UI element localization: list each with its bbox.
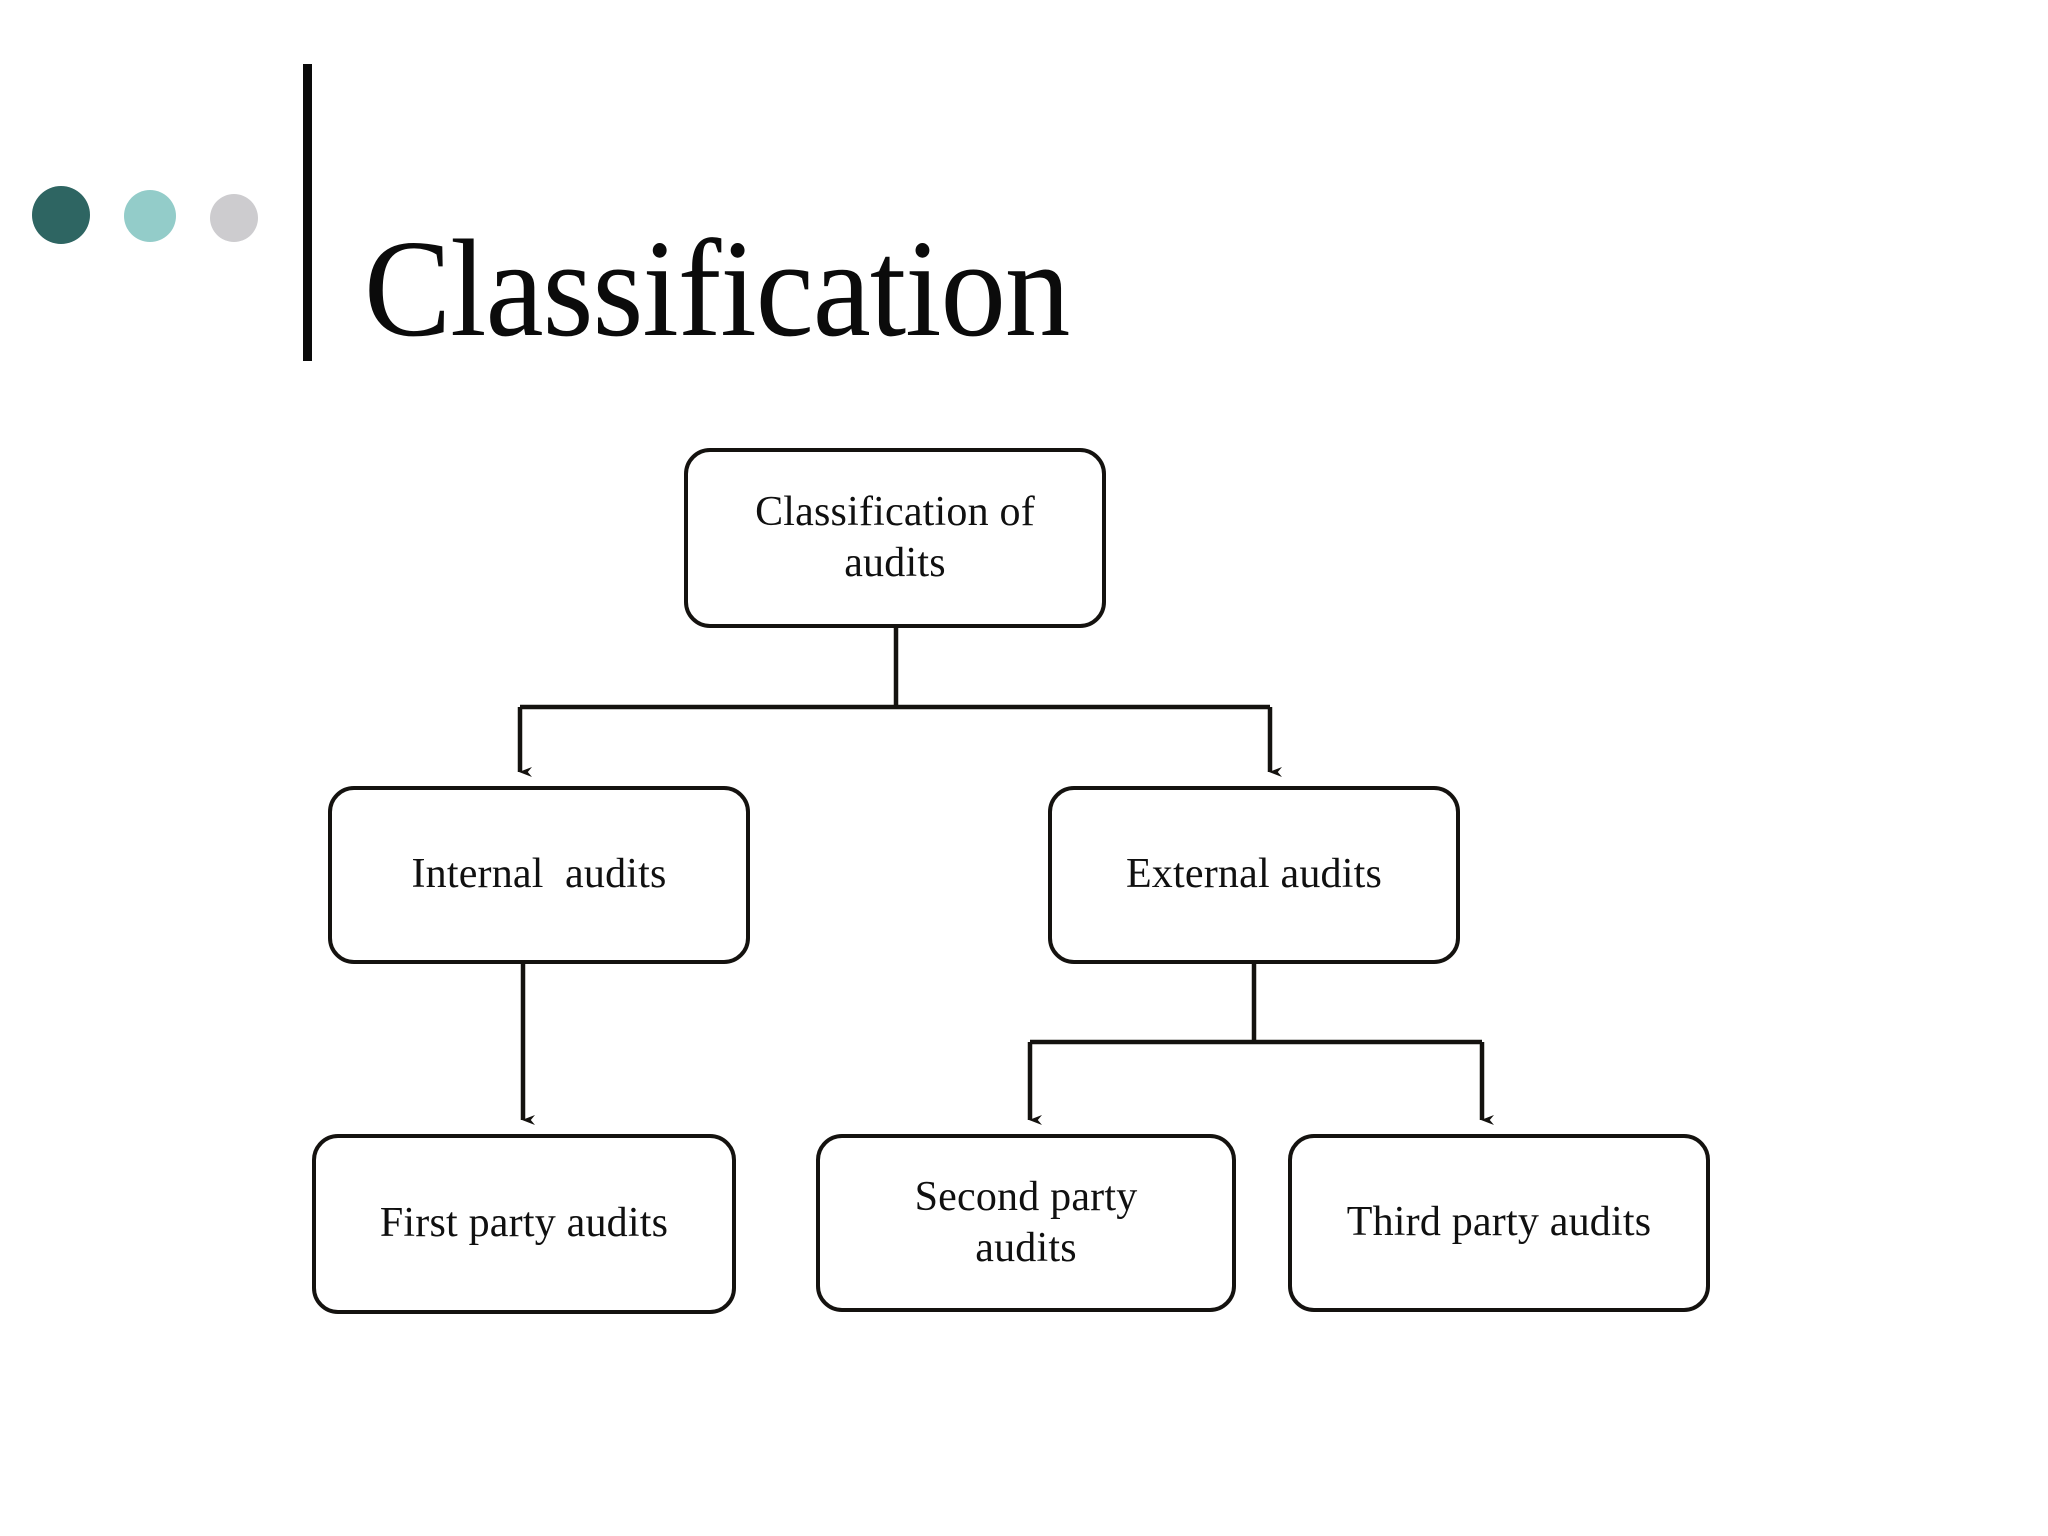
page-title: Classification xyxy=(364,212,1070,367)
flowchart-node-first-party-audits[interactable]: First party audits xyxy=(312,1134,736,1314)
slide-header: Classification xyxy=(0,0,2048,380)
edge-external-split xyxy=(1030,964,1482,1045)
flowchart-node-third-party-audits[interactable]: Third party audits xyxy=(1288,1134,1710,1312)
title-divider-bar xyxy=(303,64,312,361)
decorative-dot-teal-icon xyxy=(124,190,176,242)
flowchart-node-internal-audits[interactable]: Internal audits xyxy=(328,786,750,964)
flowchart-node-classification-of-audits[interactable]: Classification of audits xyxy=(684,448,1106,628)
flowchart-node-second-party-audits[interactable]: Second party audits xyxy=(816,1134,1236,1312)
decorative-dot-gray-icon xyxy=(210,194,258,242)
flowchart-node-external-audits[interactable]: External audits xyxy=(1048,786,1460,964)
edge-root-split xyxy=(520,628,1270,710)
decorative-dot-dark-icon xyxy=(32,186,90,244)
